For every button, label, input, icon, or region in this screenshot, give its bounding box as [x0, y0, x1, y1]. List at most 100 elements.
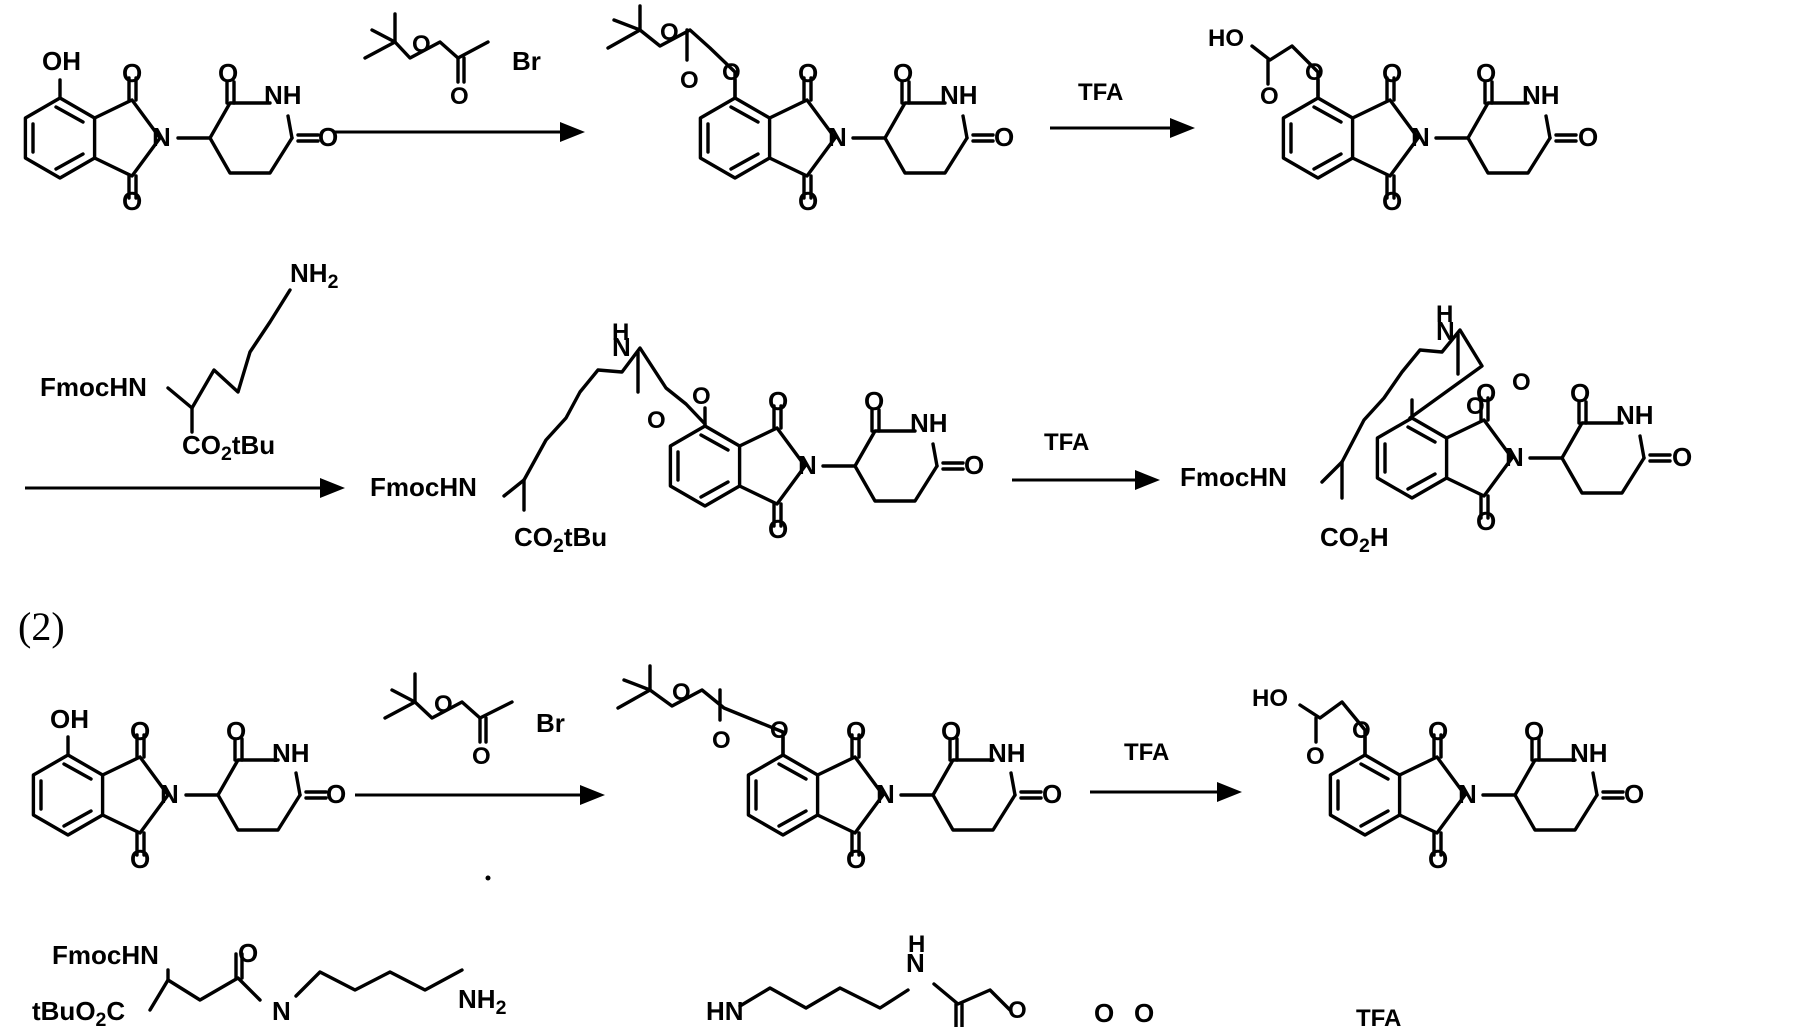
svg-text:Br: Br	[512, 46, 541, 76]
svg-text:tBuO2C: tBuO2C	[32, 996, 125, 1027]
svg-text:O: O	[326, 779, 346, 809]
svg-text:O: O	[218, 58, 238, 88]
svg-text:O: O	[1476, 506, 1496, 536]
svg-text:O: O	[768, 514, 788, 544]
svg-text:NH2: NH2	[458, 984, 507, 1019]
svg-text:O: O	[770, 717, 789, 744]
svg-text:HO: HO	[1252, 685, 1288, 712]
svg-text:O: O	[130, 716, 150, 746]
svg-text:O: O	[846, 844, 866, 874]
scheme1-acid-product: HO O O O O N O NH O	[1208, 25, 1598, 216]
svg-text:O: O	[672, 679, 691, 706]
svg-text:O: O	[1672, 442, 1692, 472]
svg-text:O: O	[122, 58, 142, 88]
scheme2-reagent-bromoacetate: O O Br	[385, 674, 565, 770]
svg-text:FmocHN: FmocHN	[370, 472, 477, 502]
svg-text:O: O	[893, 58, 913, 88]
svg-text:NH: NH	[910, 408, 948, 438]
svg-text:O: O	[864, 386, 884, 416]
svg-text:TFA: TFA	[1044, 429, 1089, 456]
scheme2-acid-product: HO O O O O N O NH O	[1252, 685, 1644, 874]
svg-text:O: O	[1524, 716, 1544, 746]
svg-text:N: N	[152, 122, 171, 152]
svg-text:NH: NH	[940, 80, 978, 110]
svg-text:O: O	[1382, 58, 1402, 88]
svg-text:O: O	[712, 727, 731, 754]
svg-text:O: O	[1352, 717, 1371, 744]
svg-text:O: O	[1570, 378, 1590, 408]
svg-text:O: O	[472, 743, 491, 770]
svg-text:CO2tBu: CO2tBu	[182, 430, 275, 465]
svg-text:O: O	[1428, 716, 1448, 746]
svg-text:OH: OH	[42, 46, 81, 76]
scheme2-start-material: OH O O N O NH O	[33, 704, 346, 874]
svg-text:O: O	[768, 386, 788, 416]
svg-text:O: O	[1578, 122, 1598, 152]
svg-text:O: O	[941, 716, 961, 746]
svg-text:O: O	[1382, 186, 1402, 216]
svg-text:O: O	[450, 83, 469, 110]
scheme1-arrow-3	[25, 478, 345, 498]
scheme1-lys-conjugate-ester: FmocHN CO2tBu N H O O O O N O NH O	[370, 319, 984, 557]
svg-text:N: N	[160, 779, 179, 809]
svg-text:O: O	[1306, 743, 1325, 770]
svg-text:O: O	[318, 122, 338, 152]
svg-text:O: O	[660, 19, 679, 46]
scheme2-arrow-3-partial: TFA	[1356, 1005, 1401, 1027]
svg-text:O: O	[647, 407, 666, 434]
scheme1-lys-conjugate-acid: FmocHN CO2H N H O O O O N O NH O	[1180, 301, 1692, 557]
svg-text:O: O	[1134, 998, 1154, 1027]
scheme1-tbu-ester-intermediate: O O O O O N O NH O	[608, 6, 1014, 216]
svg-text:H: H	[908, 931, 925, 958]
svg-text:O: O	[964, 450, 984, 480]
svg-text:TFA: TFA	[1356, 1005, 1401, 1027]
svg-text:O: O	[1476, 58, 1496, 88]
svg-text:NH: NH	[1570, 738, 1608, 768]
svg-text:O: O	[846, 716, 866, 746]
svg-text:N: N	[798, 450, 817, 480]
svg-text:HN: HN	[706, 996, 744, 1026]
svg-text:O: O	[1260, 83, 1279, 110]
svg-text:NH2: NH2	[290, 258, 339, 293]
svg-text:HO: HO	[1208, 25, 1244, 52]
svg-text:O: O	[994, 122, 1014, 152]
svg-text:O: O	[798, 58, 818, 88]
svg-text:N: N	[272, 996, 291, 1026]
scheme1-reagent-bromoacetate: O O Br	[365, 14, 541, 110]
svg-text:FmocHN: FmocHN	[1180, 462, 1287, 492]
scheme-2-label: (2)	[18, 604, 65, 649]
svg-text:FmocHN: FmocHN	[40, 372, 147, 402]
svg-text:O: O	[238, 938, 258, 968]
svg-text:N: N	[876, 779, 895, 809]
svg-text:O: O	[122, 186, 142, 216]
svg-text:OH: OH	[50, 704, 89, 734]
svg-text:TFA: TFA	[1124, 739, 1169, 766]
svg-text:NH: NH	[272, 738, 310, 768]
svg-text:N: N	[828, 122, 847, 152]
scheme2-tbu-ester-intermediate: O O O O O N O NH O	[618, 666, 1062, 874]
scheme1-arrow-1	[335, 122, 585, 142]
svg-text:NH: NH	[1522, 80, 1560, 110]
svg-text:NH: NH	[988, 738, 1026, 768]
svg-text:H: H	[1436, 301, 1453, 328]
svg-text:O: O	[226, 716, 246, 746]
svg-text:Br: Br	[536, 708, 565, 738]
svg-text:O: O	[680, 67, 699, 94]
svg-text:O: O	[1008, 997, 1027, 1024]
scheme2-arrow-2: TFA	[1090, 739, 1242, 802]
svg-text:O: O	[1428, 844, 1448, 874]
svg-text:FmocHN: FmocHN	[52, 940, 159, 970]
svg-text:O: O	[412, 31, 431, 58]
svg-text:N: N	[1411, 122, 1430, 152]
svg-text:NH: NH	[264, 80, 302, 110]
scheme2-amine-reagent-partial: FmocHN tBuO2C O N NH2	[32, 938, 507, 1027]
svg-text:O: O	[130, 844, 150, 874]
scheme2-arrow-1	[355, 785, 605, 805]
svg-text:O: O	[434, 691, 453, 718]
svg-text:O: O	[1624, 779, 1644, 809]
svg-text:O: O	[1042, 779, 1062, 809]
scheme1-arrow-4: TFA	[1012, 429, 1160, 490]
svg-text:O: O	[1512, 369, 1531, 396]
svg-text:O: O	[1305, 59, 1324, 86]
